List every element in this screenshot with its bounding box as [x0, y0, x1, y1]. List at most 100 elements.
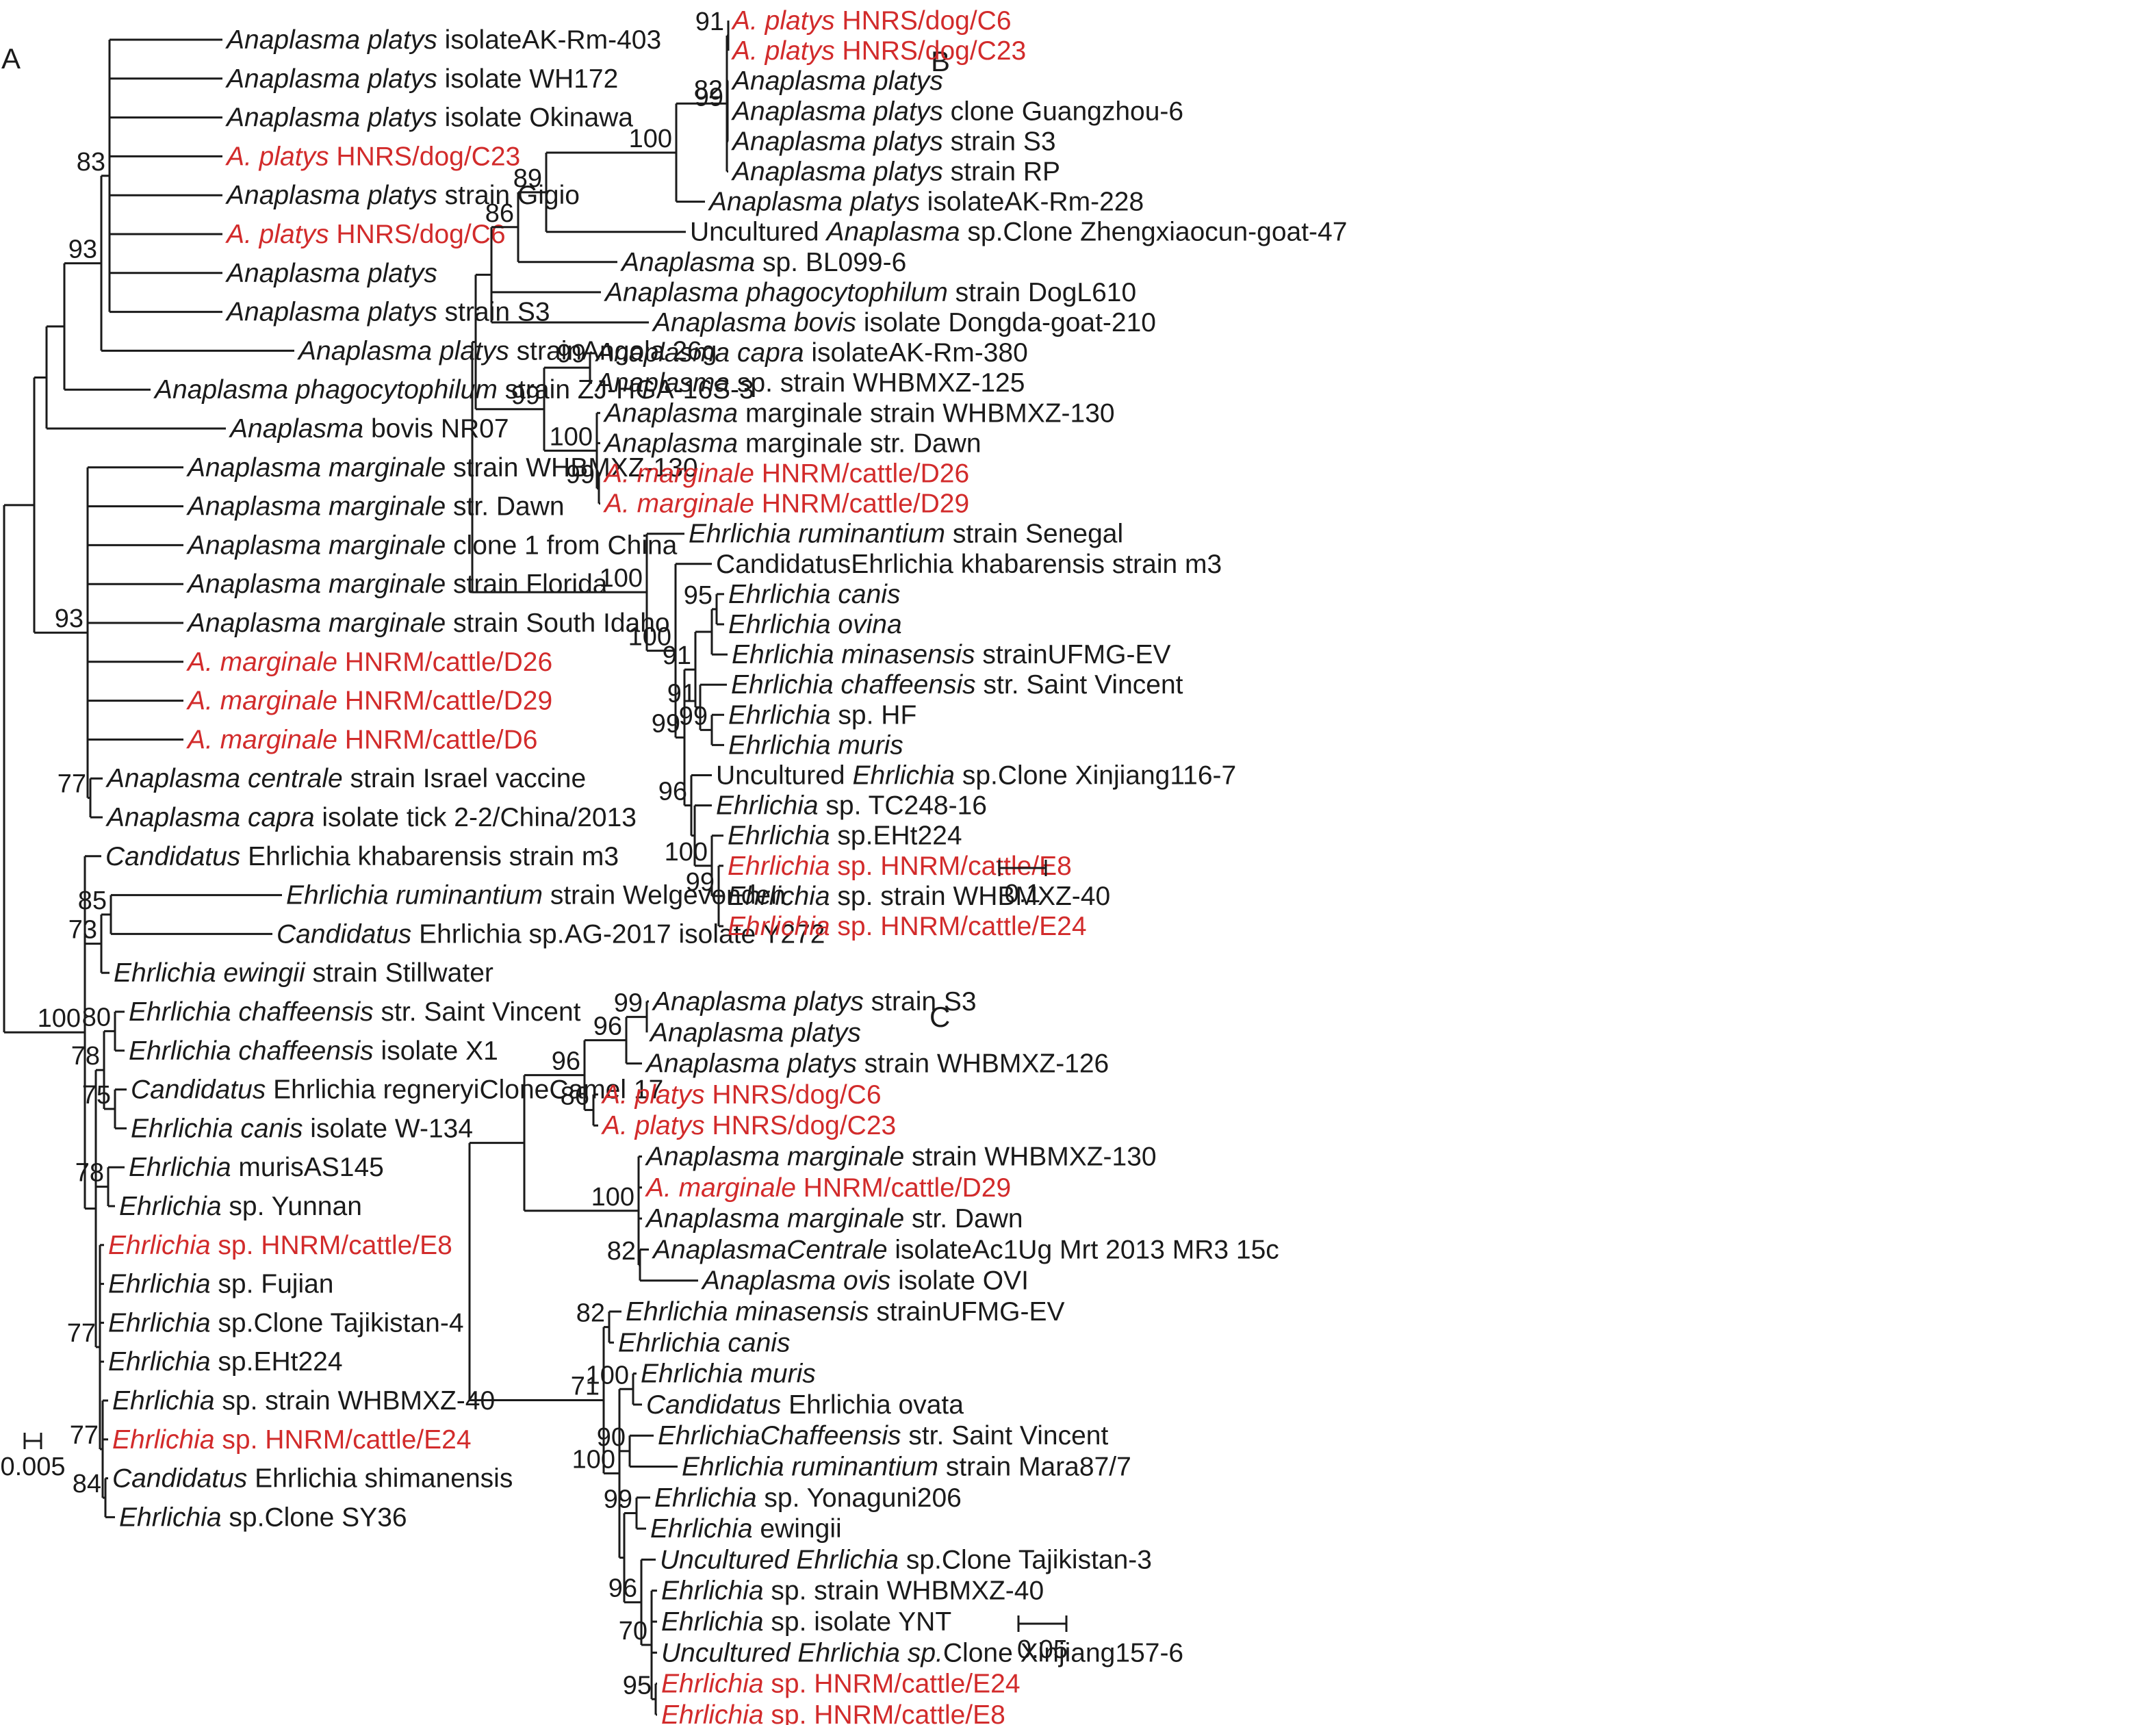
taxon-label: Ehrlichia sp. strain WHBMXZ-40 — [112, 1386, 495, 1416]
taxon-label: Ehrlichia sp. HNRM/cattle/E24 — [661, 1670, 1021, 1699]
taxon-label: Anaplasma platys strain Gigio — [225, 181, 580, 210]
taxon-label: Uncultured Ehrlichia sp.Clone Xinjiang11… — [716, 761, 1236, 791]
taxon-label: A. platys HNRS/dog/C23 — [601, 1111, 896, 1140]
taxon-label: Anaplasma marginale clone 1 from China — [186, 531, 678, 560]
taxon-label: Ehrlichia chaffeensis isolate X1 — [129, 1036, 498, 1066]
taxon-label: Ehrlichia sp. HNRM/cattle/E8 — [728, 852, 1072, 881]
bootstrap-value: 100 — [586, 1361, 629, 1390]
bootstrap-value: 70 — [619, 1617, 647, 1646]
taxon-label: Anaplasma marginale strain Florida — [186, 570, 608, 599]
taxon-label: Anaplasma platys — [649, 1018, 861, 1047]
bootstrap-value: 100 — [550, 422, 593, 451]
taxon-label: Ehrlichia sp. strain WHBMXZ-40 — [661, 1576, 1044, 1606]
bootstrap-value: 96 — [552, 1047, 580, 1076]
taxon-label: Anaplasma platys strain S3 — [731, 127, 1056, 156]
taxon-label: Anaplasma sp. strain WHBMXZ-125 — [595, 368, 1025, 398]
bootstrap-value: 82 — [607, 1237, 636, 1266]
bootstrap-value: 82 — [576, 1299, 605, 1328]
taxon-label: Ehrlichia ruminantium strain Senegal — [689, 520, 1123, 549]
bootstrap-value: 99 — [566, 461, 595, 489]
taxon-label: Anaplasma capra isolateAK-Rm-380 — [595, 338, 1028, 368]
taxon-label: Ehrlichia canis isolate W-134 — [131, 1114, 473, 1143]
taxon-label: A. platys HNRS/dog/C23 — [225, 142, 520, 171]
taxon-label: Candidatus Ehrlichia sp.AG-2017 isolate … — [277, 919, 825, 949]
taxon-label: AnaplasmaCentrale isolateAc1Ug Mrt 2013 … — [652, 1235, 1279, 1264]
panel-label: C — [929, 1001, 950, 1033]
taxon-label: Anaplasma platys clone Guangzhou-6 — [731, 97, 1183, 126]
taxon-label: A. platys HNRS/dog/C6 — [731, 6, 1012, 36]
taxon-label: Ehrlichia sp. HNRM/cattle/E24 — [728, 912, 1087, 941]
taxon-label: Ehrlichia canis — [728, 580, 900, 609]
bootstrap-value: 93 — [55, 604, 84, 633]
taxon-label: Candidatus Ehrlichia regneryiCloneCamel … — [131, 1075, 663, 1105]
taxon-label: Anaplasma marginale str. Dawn — [645, 1204, 1023, 1234]
taxon-label: Anaplasma centrale strain Israel vaccine — [105, 764, 586, 793]
taxon-label: Ehrlichia sp. HNRM/cattle/E24 — [112, 1425, 472, 1455]
taxon-label: Ehrlichia sp. isolate YNT — [661, 1607, 951, 1637]
bootstrap-value: 99 — [686, 868, 715, 897]
taxon-label: Anaplasma platys isolateAK-Rm-228 — [708, 188, 1144, 217]
taxon-label: Ehrlichia sp. strain WHBMXZ-40 — [728, 882, 1110, 911]
bootstrap-value: 73 — [68, 916, 97, 945]
taxon-label: Ehrlichia muris — [728, 730, 903, 760]
taxon-label: Ehrlichia sp. Yonaguni206 — [654, 1483, 962, 1513]
bootstrap-value: 95 — [684, 581, 713, 610]
bootstrap-value: 99 — [604, 1485, 632, 1513]
bootstrap-value: 100 — [38, 1004, 81, 1033]
taxon-label: Anaplasma marginale str. Dawn — [603, 429, 981, 458]
taxon-label: Anaplasma platys — [731, 66, 943, 96]
taxon-label: Ehrlichia muris — [641, 1359, 816, 1389]
bootstrap-value: 99 — [695, 83, 723, 112]
taxon-label: EhrlichiaChaffeensis str. Saint Vincent — [658, 1421, 1108, 1451]
bootstrap-value: 80 — [82, 1003, 111, 1032]
taxon-label: A. marginale HNRM/cattle/D29 — [186, 687, 552, 716]
bootstrap-value: 100 — [572, 1445, 615, 1474]
taxon-label: Anaplasma marginale str. Dawn — [186, 492, 565, 522]
taxon-label: Ehrlichia sp.EHt224 — [728, 821, 962, 851]
taxon-label: Anaplasma bovis NR07 — [229, 414, 509, 444]
taxon-label: Ehrlichia sp. Yunnan — [119, 1192, 362, 1221]
taxon-label: Anaplasma marginale strain South Idaho — [186, 609, 670, 638]
taxon-label: Ehrlichia canis — [618, 1328, 790, 1357]
taxon-label: Ehrlichia sp. HNRM/cattle/E8 — [108, 1231, 452, 1260]
bootstrap-value: 77 — [57, 770, 86, 799]
bootstrap-value: 71 — [571, 1372, 600, 1401]
taxon-label: Ehrlichia sp. HNRM/cattle/E8 — [661, 1700, 1005, 1725]
taxon-label: Anaplasma marginale strain WHBMXZ-130 — [603, 398, 1115, 428]
taxon-label: Anaplasma platys strain S3 — [652, 987, 977, 1017]
taxon-label: Uncultured Anaplasma sp.Clone Zhengxiaoc… — [690, 218, 1347, 247]
taxon-label: Anaplasma sp. BL099-6 — [620, 248, 906, 277]
taxon-label: Ehrlichia ruminantium strain Mara87/7 — [682, 1453, 1131, 1482]
taxon-label: A. marginale HNRM/cattle/D26 — [186, 648, 552, 677]
bootstrap-value: 89 — [513, 164, 542, 193]
bootstrap-value: 96 — [608, 1574, 637, 1603]
taxon-label: Ehrlichia sp.EHt224 — [108, 1347, 343, 1377]
taxon-label: Ehrlichia ewingii strain Stillwater — [114, 958, 493, 988]
taxon-label: A. platys HNRS/dog/C23 — [731, 36, 1026, 66]
taxon-label: A. marginale HNRM/cattle/D29 — [645, 1173, 1011, 1203]
bootstrap-value: 95 — [623, 1671, 652, 1700]
bootstrap-value: 91 — [667, 679, 696, 708]
taxon-label: Ehrlichia sp. TC248-16 — [716, 791, 987, 821]
bootstrap-value: 77 — [67, 1319, 96, 1348]
taxon-label: A. platys HNRS/dog/C6 — [601, 1080, 882, 1110]
bootstrap-value: 84 — [73, 1470, 101, 1498]
taxon-label: Anaplasma phagocytophilum strain ZJ-HGA-… — [153, 375, 754, 405]
scale-bar-label: 0.005 — [0, 1453, 65, 1481]
taxon-label: Ehrlichia murisAS145 — [129, 1153, 384, 1182]
taxon-label: Ehrlichia chaffeensis str. Saint Vincent — [129, 997, 581, 1027]
taxon-label: Anaplasma platys strain S3 — [225, 298, 550, 327]
bootstrap-value: 78 — [75, 1159, 104, 1188]
bootstrap-value: 99 — [614, 989, 643, 1018]
taxon-label: Anaplasma bovis isolate Dongda-goat-210 — [652, 308, 1156, 337]
bootstrap-value: 85 — [78, 886, 107, 915]
tree-panel-b: BA. platys HNRS/dog/C6A. platys HNRS/dog… — [471, 6, 1347, 941]
taxon-label: Ehrlichia sp.Clone SY36 — [119, 1503, 407, 1532]
taxon-label: Anaplasma phagocytophilum strain DogL610 — [604, 278, 1136, 307]
bootstrap-value: 100 — [628, 623, 671, 652]
bootstrap-value: 100 — [591, 1183, 634, 1212]
taxon-label: Ehrlichia chaffeensis str. Saint Vincent — [731, 670, 1183, 700]
bootstrap-value: 96 — [658, 778, 687, 806]
